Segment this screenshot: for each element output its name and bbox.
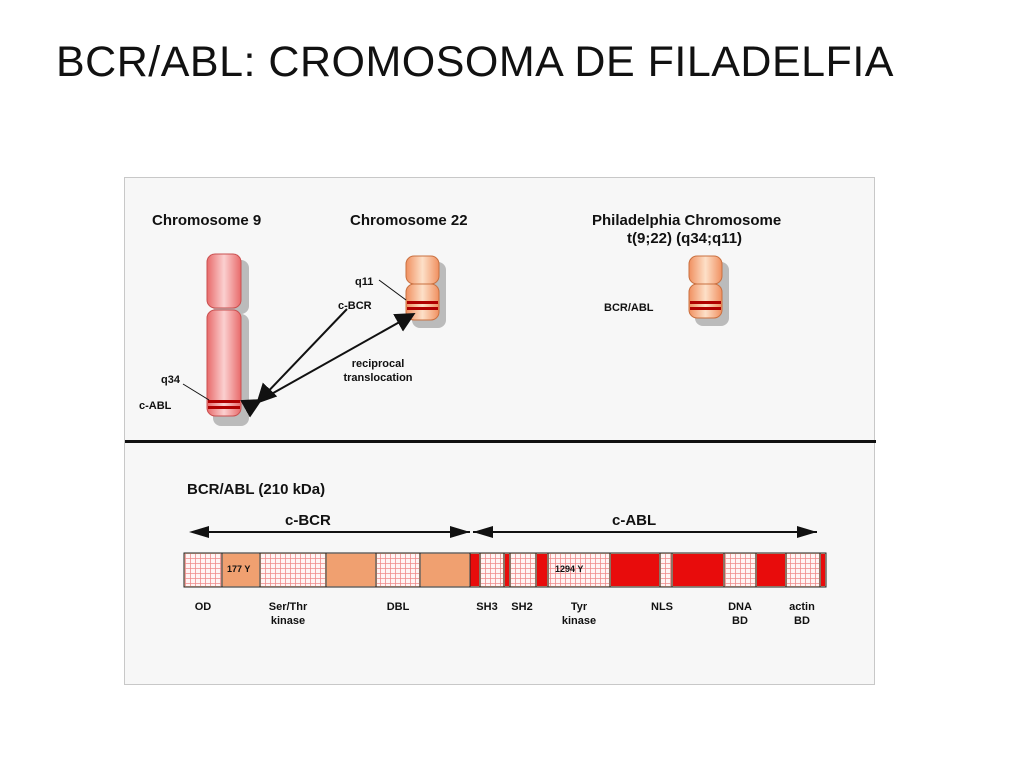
- domain-label-tyr: Tyr: [570, 601, 588, 613]
- chromosome-22-title: Chromosome 22: [350, 212, 468, 229]
- translocation-double-arrow: [240, 313, 416, 418]
- chromosome-22-gene-label: c-BCR: [338, 300, 372, 312]
- philadelphia-translocation-notation: t(9;22) (q34;q11): [627, 230, 743, 247]
- domain-label-dbl: DBL: [386, 601, 410, 613]
- domain-label-actin-line2: BD: [794, 615, 810, 627]
- domain-label-sh3: SH3: [476, 601, 498, 613]
- panel-divider: [125, 440, 876, 443]
- abl-range-arrow: [473, 526, 817, 538]
- philadelphia-gene-label: BCR/ABL: [604, 302, 654, 314]
- c-bcr-range-label: c-BCR: [285, 512, 331, 529]
- tyr-1294-label: 1294 Y: [555, 564, 584, 574]
- chromosome-9-band-label: q34: [161, 374, 180, 386]
- slide-title: BCR/ABL: CROMOSOMA DE FILADELFIA: [56, 38, 894, 86]
- tyr-177-label: 177 Y: [227, 564, 251, 574]
- domain-label-sh2: SH2: [511, 601, 533, 613]
- domain-label-nls: NLS: [651, 601, 673, 613]
- chromosome-9-gene-label: c-ABL: [139, 400, 172, 412]
- translocation-label-line2: translocation: [343, 372, 413, 384]
- translocation-label-line1: reciprocal: [351, 358, 405, 370]
- philadelphia-chromosome-shape: [688, 255, 729, 326]
- domain-label-ser-thr: Ser/Thr: [268, 601, 308, 613]
- protein-bar: [183, 552, 827, 588]
- domain-label-od: OD: [194, 601, 212, 613]
- figure-graphics: [182, 253, 827, 588]
- domain-label-ser-thr-line2: kinase: [270, 615, 306, 627]
- domain-label-dna: DNA: [728, 601, 752, 613]
- domain-label-tyr-line2: kinase: [561, 615, 597, 627]
- bcr-abl-figure: Chromosome 9 Chromosome 22 Philadelphia …: [124, 177, 876, 685]
- philadelphia-title: Philadelphia Chromosome: [592, 212, 782, 229]
- bcr-range-arrow: [189, 526, 470, 538]
- domain-label-actin: actin: [789, 601, 815, 613]
- c-abl-range-label: c-ABL: [612, 512, 657, 529]
- protein-label: BCR/ABL (210 kDa): [187, 481, 326, 498]
- translocation-arrow: [256, 308, 348, 404]
- chromosome-9-shape: [182, 253, 249, 426]
- chromosome-22-shape: [378, 255, 446, 328]
- domain-label-dna-line2: BD: [732, 615, 748, 627]
- chromosome-22-band-label: q11: [355, 276, 374, 288]
- chromosome-9-title: Chromosome 9: [152, 212, 262, 229]
